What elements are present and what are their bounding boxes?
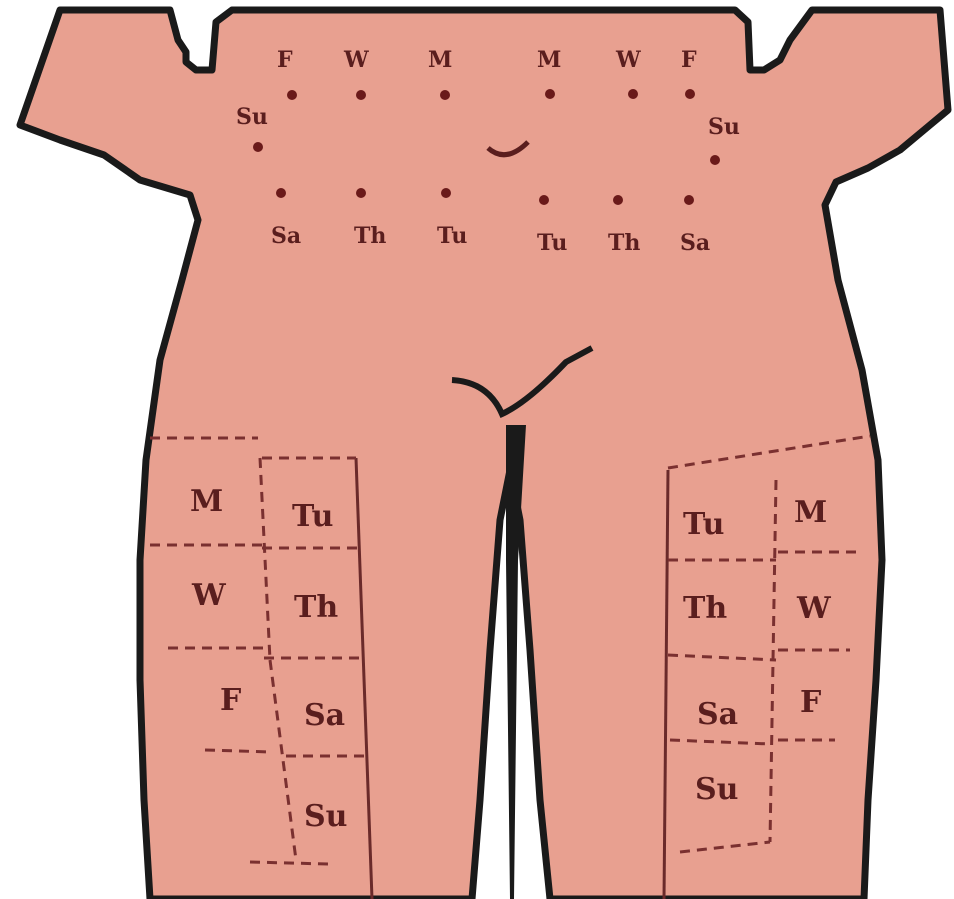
abdomen-label: Th bbox=[608, 230, 640, 256]
body-silhouette bbox=[20, 10, 948, 899]
abdomen-label: Sa bbox=[271, 223, 301, 249]
site-dot bbox=[440, 90, 450, 100]
abdomen-label: M bbox=[428, 47, 452, 73]
site-dot bbox=[356, 90, 366, 100]
site-dot bbox=[710, 155, 720, 165]
abdomen-label: Su bbox=[236, 104, 268, 130]
abdomen-label: Tu bbox=[437, 223, 467, 249]
abdomen-label: F bbox=[277, 47, 293, 73]
site-dot bbox=[356, 188, 366, 198]
site-dot bbox=[539, 195, 549, 205]
thigh-label: M bbox=[190, 484, 223, 519]
site-dot bbox=[276, 188, 286, 198]
thigh-label: Th bbox=[683, 591, 727, 626]
thigh-label: M bbox=[794, 495, 827, 530]
thigh-label: Tu bbox=[683, 507, 724, 542]
site-dot bbox=[253, 142, 263, 152]
abdomen-label: Th bbox=[354, 223, 386, 249]
site-dot bbox=[628, 89, 638, 99]
thigh-label: Th bbox=[294, 590, 338, 625]
thigh-label: F bbox=[800, 685, 821, 720]
thigh-label: Su bbox=[304, 799, 347, 834]
abdomen-label: W bbox=[343, 47, 369, 73]
site-dot bbox=[685, 89, 695, 99]
thigh-label: Tu bbox=[292, 499, 333, 534]
thigh-label: Sa bbox=[304, 698, 345, 733]
abdomen-label: W bbox=[615, 47, 641, 73]
site-dot bbox=[545, 89, 555, 99]
thigh-label: W bbox=[796, 591, 832, 626]
abdomen-label: Su bbox=[708, 114, 740, 140]
site-dot bbox=[287, 90, 297, 100]
thigh-label: F bbox=[220, 683, 241, 718]
abdomen-label: F bbox=[681, 47, 697, 73]
thigh-label: W bbox=[191, 578, 227, 613]
abdomen-label: Sa bbox=[680, 230, 710, 256]
site-dot bbox=[684, 195, 694, 205]
abdomen-label: Tu bbox=[537, 230, 567, 256]
site-dot bbox=[613, 195, 623, 205]
site-dot bbox=[441, 188, 451, 198]
thigh-label: Su bbox=[695, 772, 738, 807]
thigh-label: Sa bbox=[697, 697, 738, 732]
abdomen-label: M bbox=[537, 47, 561, 73]
